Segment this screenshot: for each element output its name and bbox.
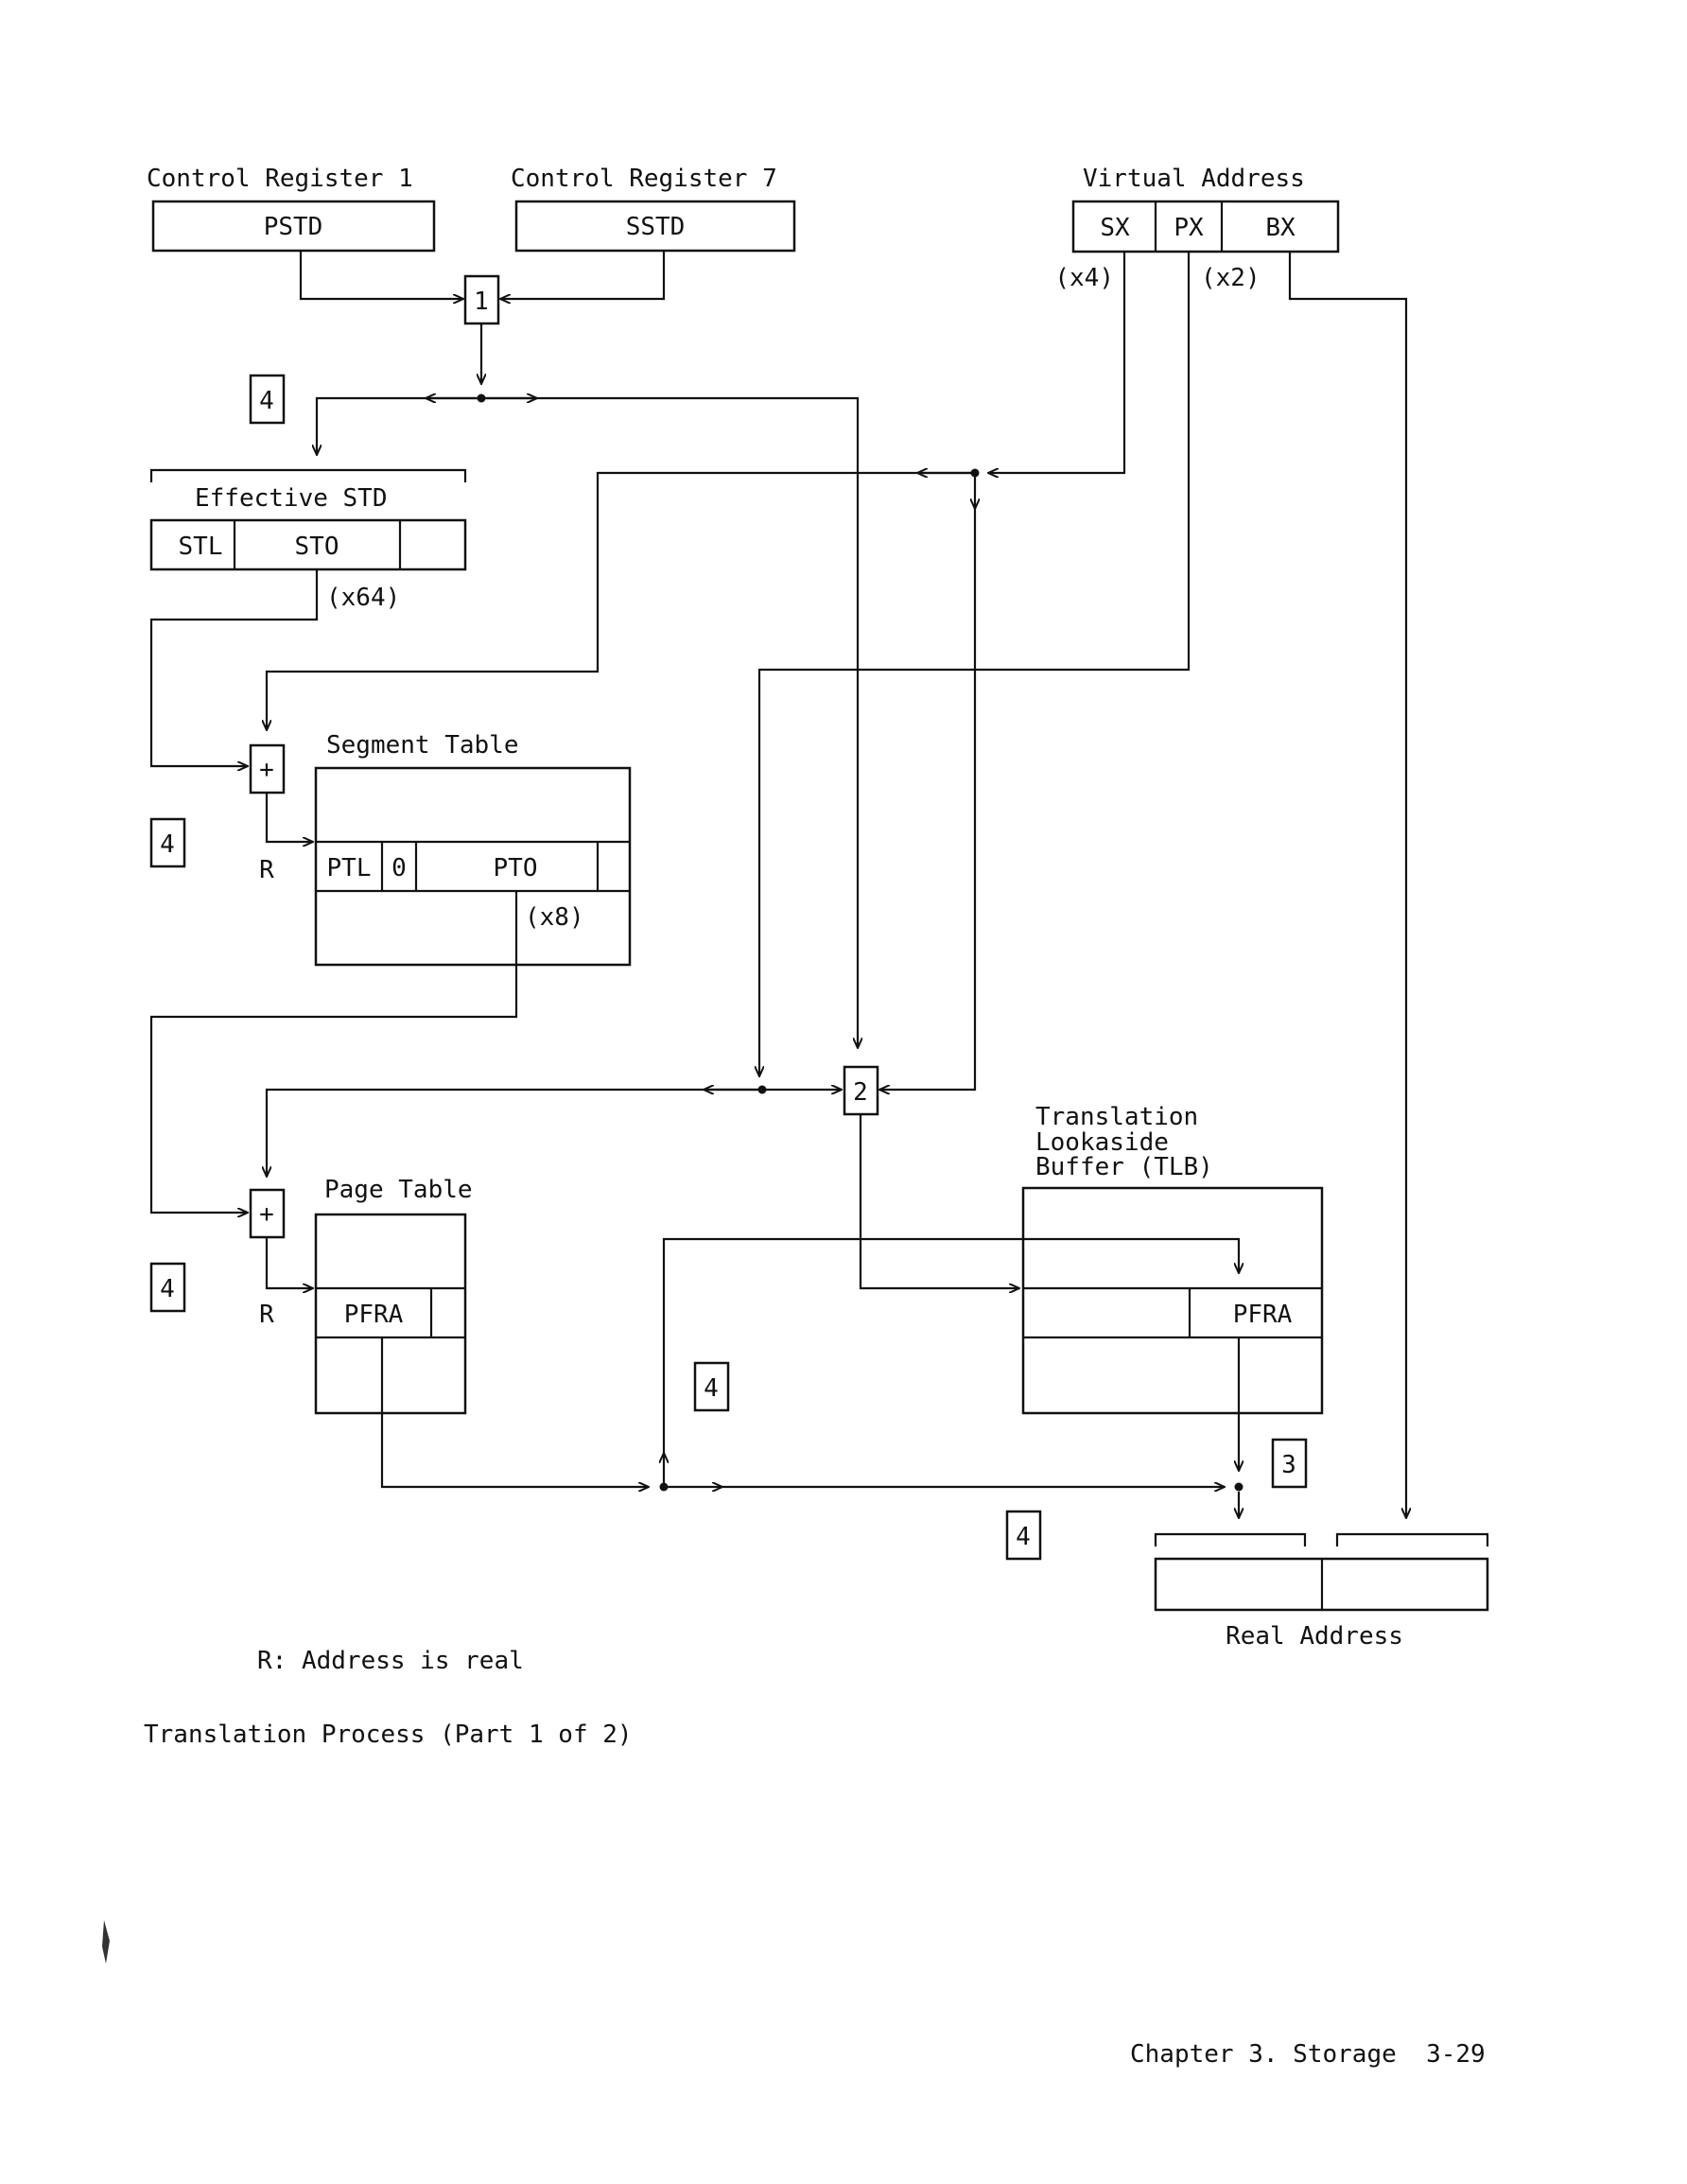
real-address-label: Real Address	[1226, 1622, 1403, 1651]
tlb	[1021, 1186, 1324, 1415]
step-marker-1-label: 1	[474, 288, 489, 316]
control-register-1-label: Control Register 1	[147, 165, 413, 193]
step-marker-3	[1271, 1438, 1308, 1489]
margin-mark	[102, 1920, 110, 1964]
segment-table	[314, 766, 632, 967]
tlb-pfra-field: PFRA	[1233, 1301, 1293, 1329]
sto-multiplier: (x64)	[326, 584, 400, 612]
sx-multiplier: (x4)	[1054, 264, 1114, 292]
pto-field: PTO	[494, 854, 538, 882]
step-marker-4-tlb-update	[693, 1361, 730, 1412]
step-marker-4-segment	[149, 817, 186, 868]
bx-field: BX	[1265, 214, 1296, 242]
sstd-register	[514, 200, 796, 253]
ptl-field: PTL	[327, 854, 372, 882]
page-table-label: Page Table	[324, 1176, 473, 1204]
tlb-label-line1: Translation	[1035, 1103, 1198, 1131]
effective-std-label: Effective STD	[195, 484, 388, 513]
segment-table-label: Segment Table	[326, 731, 519, 760]
px-field: PX	[1174, 214, 1204, 242]
step-marker-4-page	[149, 1262, 186, 1313]
virtual-address-register	[1071, 200, 1340, 253]
step-marker-4-label: 4	[160, 1275, 175, 1303]
pstd-register	[151, 200, 436, 253]
legend-text: R: Address is real	[257, 1647, 524, 1675]
stl-field: STL	[179, 533, 223, 561]
step-marker-4-label: 4	[1016, 1523, 1031, 1551]
step-marker-4-effective-std	[249, 374, 286, 425]
zero-field: 0	[391, 854, 407, 882]
virtual-address-label: Virtual Address	[1083, 165, 1305, 193]
page-real-marker: R	[259, 1301, 274, 1329]
sstd-label: SSTD	[626, 213, 686, 241]
figure-caption: Translation Process (Part 1 of 2)	[144, 1721, 633, 1749]
pto-multiplier: (x8)	[525, 903, 584, 932]
page-footer: Chapter 3. Storage 3-29	[1130, 2040, 1486, 2069]
sto-field: STO	[295, 533, 339, 561]
page-adder-symbol: +	[259, 1200, 274, 1229]
step-marker-2-label: 2	[853, 1078, 868, 1107]
step-marker-4-label: 4	[704, 1374, 719, 1403]
page-table-pfra-field: PFRA	[344, 1301, 404, 1329]
px-multiplier: (x2)	[1201, 264, 1261, 292]
segment-real-marker: R	[259, 856, 274, 884]
step-marker-4-label: 4	[160, 830, 175, 859]
tlb-label-line3: Buffer (TLB)	[1035, 1153, 1213, 1181]
step-marker-4-label: 4	[259, 387, 274, 415]
control-register-7-label: Control Register 7	[511, 165, 777, 193]
step-marker-4-real-address	[1005, 1510, 1042, 1561]
pstd-label: PSTD	[264, 213, 323, 241]
step-marker-3-label: 3	[1281, 1451, 1296, 1479]
page-table	[314, 1213, 467, 1415]
sx-field: SX	[1100, 214, 1130, 242]
effective-std-register	[149, 518, 467, 571]
tlb-label-line2: Lookaside	[1035, 1128, 1169, 1157]
segment-adder-symbol: +	[259, 756, 274, 784]
